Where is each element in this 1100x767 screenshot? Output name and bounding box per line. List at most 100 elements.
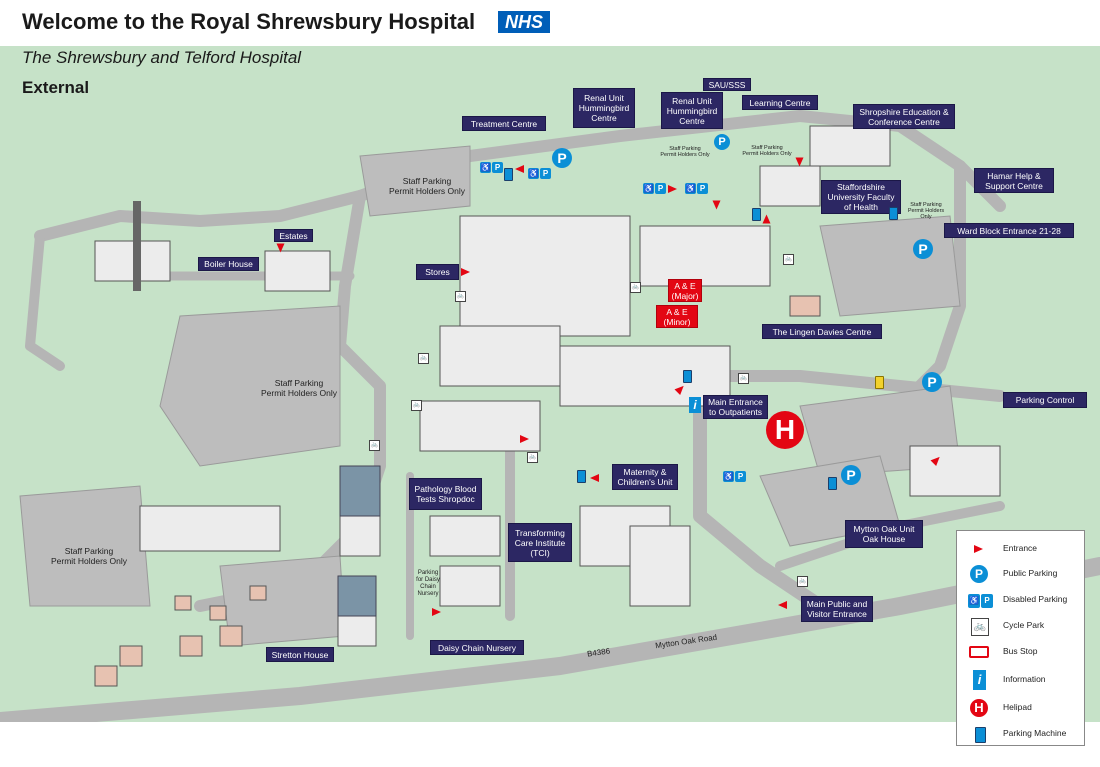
building-central [559,345,731,407]
disabled-parking-icon: P [697,183,708,194]
nhs-logo: NHS [498,11,550,33]
disabled-parking-icon: ♿ [643,183,654,194]
parking-machine-icon [875,376,884,389]
entrance-arrow-icon [276,243,285,253]
building-estates [264,250,331,292]
entrance-arrow-icon [712,200,721,210]
entrance-arrow-icon [590,474,599,482]
legend-item: ♿P Disabled Parking [965,589,1080,611]
label-main-entrance-outpatients: Main Entrance to Outpatients [703,395,768,419]
label-main-public-entrance: Main Public and Visitor Entrance [801,596,873,622]
parking-machine-icon [828,477,837,490]
label-shropshire-education: Shropshire Education & Conference Centre [853,104,955,129]
label-daisy-chain: Daisy Chain Nursery [430,640,524,655]
roof-stretton [337,575,377,617]
building-main-block [459,215,631,337]
legend-item: 🚲 Cycle Park [965,615,1080,637]
disabled-parking-icon: ♿P [968,590,993,610]
entrance-arrow-icon [968,539,990,559]
parking-machine-icon [968,724,990,744]
label-mytton-oak-unit: Mytton Oak Unit Oak House [845,520,923,548]
building-tci [429,515,501,557]
disabled-parking-icon: P [655,183,666,194]
disabled-parking-icon: ♿ [685,183,696,194]
label-renal-unit-1: Renal Unit Hummingbird Centre [573,88,635,128]
label-pathology: Pathology Blood Tests Shropdoc [409,478,482,510]
cycle-park-icon: 🚲 [369,440,380,451]
disabled-parking-icon: P [540,168,551,179]
information-icon: i [968,670,990,690]
label-renal-unit-2: Renal Unit Hummingbird Centre [661,92,723,129]
label-staffordshire-university: Staffordshire University Faculty of Heal… [821,180,901,214]
label-parking-control: Parking Control [1003,392,1087,408]
entrance-arrow-icon [461,268,470,276]
building-ward-block [639,225,771,287]
main-entrance-road [693,379,827,613]
cycle-park-icon: 🚲 [968,616,990,636]
page-title: Welcome to the Royal Shrewsbury Hospital [22,9,476,34]
legend-label: Entrance [1003,543,1038,553]
entrance-arrow-icon [515,165,524,173]
label-tci: Transforming Care Institute (TCI) [508,523,572,562]
entrance-arrow-icon [668,185,677,193]
parking-machine-icon [577,470,586,483]
roof-tower-1 [339,465,381,517]
disabled-parking-icon: ♿ [723,471,734,482]
map-legend: Entrance P Public Parking ♿P Disabled Pa… [956,530,1085,746]
label-parking-daisy-chain: Parking for Daisy Chain Nursery [416,570,440,597]
legend-label: Information [1003,674,1046,684]
helipad-icon: H [766,411,804,449]
cycle-park-icon: 🚲 [797,576,808,587]
disabled-parking-icon: P [492,162,503,173]
entrance-arrow-icon [520,435,529,443]
cycle-park-icon: 🚲 [783,254,794,265]
label-sau-sss: SAU/SSS [703,78,751,91]
legend-label: Disabled Parking [1003,594,1068,604]
buildings [94,125,1001,647]
residential-blocks [94,295,821,687]
header: Welcome to the Royal Shrewsbury Hospital… [0,0,1100,46]
label-stores: Stores [416,264,459,280]
cycle-park-icon: 🚲 [418,353,429,364]
legend-item: H Helipad [965,697,1080,719]
parking-machine-icon [889,207,898,220]
entrance-arrow-icon [795,157,804,167]
map-section-label: External [22,78,90,97]
label-ae-major: A & E (Major) [668,279,702,302]
building-west-wing [439,325,561,387]
disabled-parking-icon: P [735,471,746,482]
label-treatment-centre: Treatment Centre [462,116,546,131]
building-education-centre [809,125,891,167]
legend-item: Entrance [965,538,1080,560]
legend-item: i Information [965,669,1080,691]
label-staff-parking-north: Staff Parking Permit Holders Only [388,176,466,196]
entrance-arrow-icon [762,214,771,224]
label-lingen-davies: The Lingen Davies Centre [762,324,882,339]
entrance-arrow-icon [432,608,441,616]
label-ae-minor: A & E (Minor) [656,305,698,328]
information-icon: i [689,397,701,413]
cycle-park-icon: 🚲 [738,373,749,384]
building-roofs [337,465,381,617]
building-tci-east [629,525,691,607]
label-stretton-house: Stretton House [266,647,334,662]
boiler-chimney [133,201,141,291]
public-parking-icon: P [714,134,730,150]
legend-label: Cycle Park [1003,620,1045,630]
legend-label: Parking Machine [1003,728,1067,738]
disabled-parking-icon: ♿ [528,168,539,179]
west-road [25,231,65,371]
cycle-park-icon: 🚲 [411,400,422,411]
parking-machine-icon [752,208,761,221]
building-boiler-house [94,240,171,282]
label-boiler-house: Boiler House [198,257,259,271]
label-ward-block-entrance: Ward Block Entrance 21-28 [944,223,1074,238]
building-mytton-oak [909,445,1001,497]
label-hamar-help: Hamar Help & Support Centre [974,168,1054,193]
building-pathology [419,400,541,452]
label-staff-parking-west: Staff Parking Permit Holders Only [260,378,338,398]
label-staff-parking-southwest: Staff Parking Permit Holders Only [50,546,128,566]
label-staff-parking-tiny-3: Staff Parking Permit Holders Only [907,202,945,220]
legend-label: Public Parking [1003,568,1058,578]
label-estates: Estates [274,229,313,242]
